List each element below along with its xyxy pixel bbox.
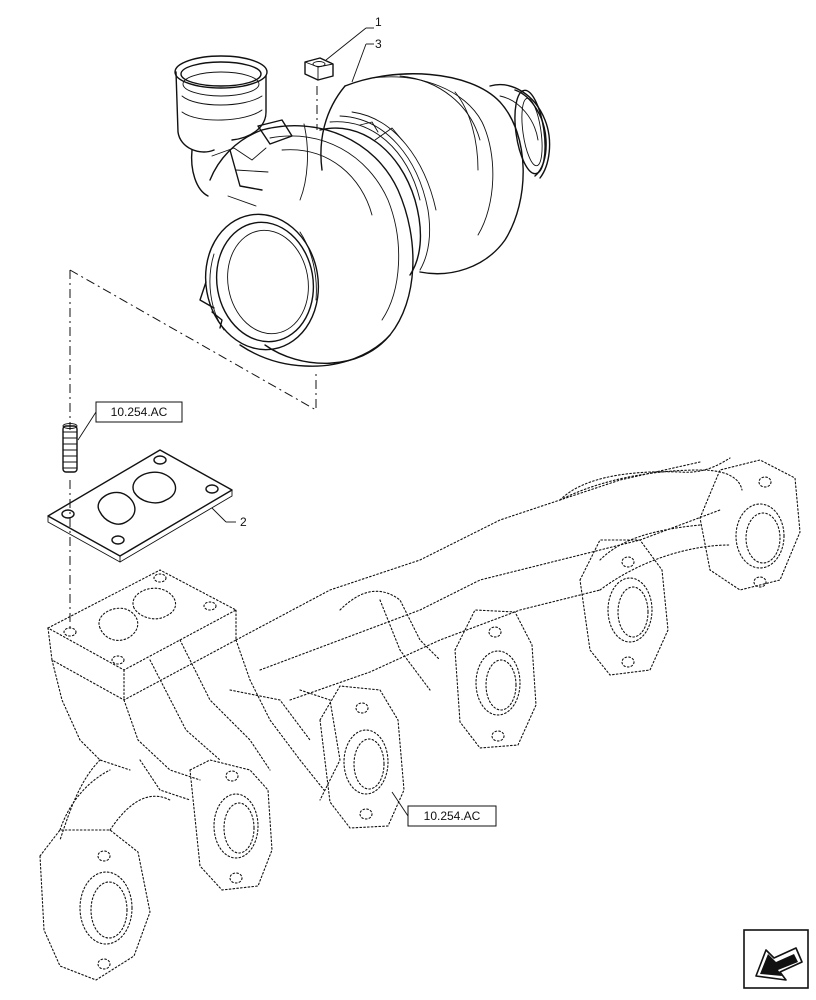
- reference-manifold-label[interactable]: 10.254.AC: [424, 809, 481, 823]
- back-arrow-icon[interactable]: [743, 929, 809, 989]
- callout-3-label: 3: [375, 37, 382, 51]
- assembly-centerlines: [69, 86, 318, 628]
- gasket: [47, 449, 233, 563]
- callout-3: 3: [351, 37, 382, 83]
- callout-2-label: 2: [240, 515, 247, 529]
- exhaust-manifold: [39, 457, 801, 981]
- reference-box-stud[interactable]: 10.254.AC: [77, 401, 183, 441]
- stud: [62, 423, 78, 473]
- turbocharger: [174, 55, 551, 367]
- reference-box-manifold[interactable]: 10.254.AC: [391, 791, 497, 827]
- nut: [304, 57, 334, 81]
- callout-1: 1: [325, 15, 382, 61]
- callout-2: 2: [211, 507, 247, 529]
- callout-1-label: 1: [375, 15, 382, 29]
- reference-stud-label[interactable]: 10.254.AC: [111, 405, 168, 419]
